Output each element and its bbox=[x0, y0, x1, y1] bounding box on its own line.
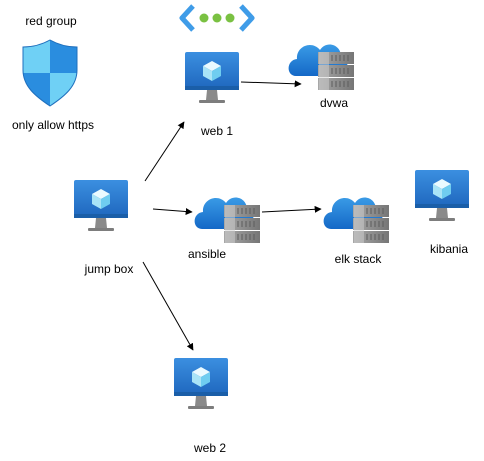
kibania-label: kibania bbox=[429, 242, 469, 256]
ansible-cloud-storage-icon[interactable] bbox=[194, 196, 261, 244]
jumpbox-virtual-machine-icon[interactable] bbox=[74, 180, 128, 231]
edge-jumpbox-web1 bbox=[144, 121, 185, 182]
kibania-virtual-machine-icon[interactable] bbox=[415, 170, 469, 221]
dvwa-label: dvwa bbox=[319, 96, 349, 110]
elk-stack-label: elk stack bbox=[334, 252, 382, 266]
web2-label: web 2 bbox=[193, 441, 227, 455]
web1-label: web 1 bbox=[200, 124, 234, 138]
web2-virtual-machine-icon[interactable] bbox=[174, 358, 228, 409]
virtual-network-icon bbox=[179, 4, 255, 32]
jumpbox-label: jump box bbox=[84, 262, 134, 276]
edge-jumpbox-ansible bbox=[152, 208, 193, 216]
web1-virtual-machine-icon[interactable] bbox=[185, 52, 239, 103]
only-allow-https-label: only allow https bbox=[11, 118, 95, 132]
shield-icon bbox=[22, 39, 78, 107]
edge-web1-dvwa bbox=[240, 80, 302, 88]
elk-cloud-storage-icon[interactable] bbox=[323, 196, 390, 244]
edge-ansible-elk bbox=[261, 205, 322, 213]
ansible-label: ansible bbox=[187, 247, 227, 261]
edge-jumpbox-web2 bbox=[142, 261, 194, 351]
red-group-label: red group bbox=[25, 14, 77, 28]
dvwa-cloud-storage-icon[interactable] bbox=[288, 43, 355, 91]
